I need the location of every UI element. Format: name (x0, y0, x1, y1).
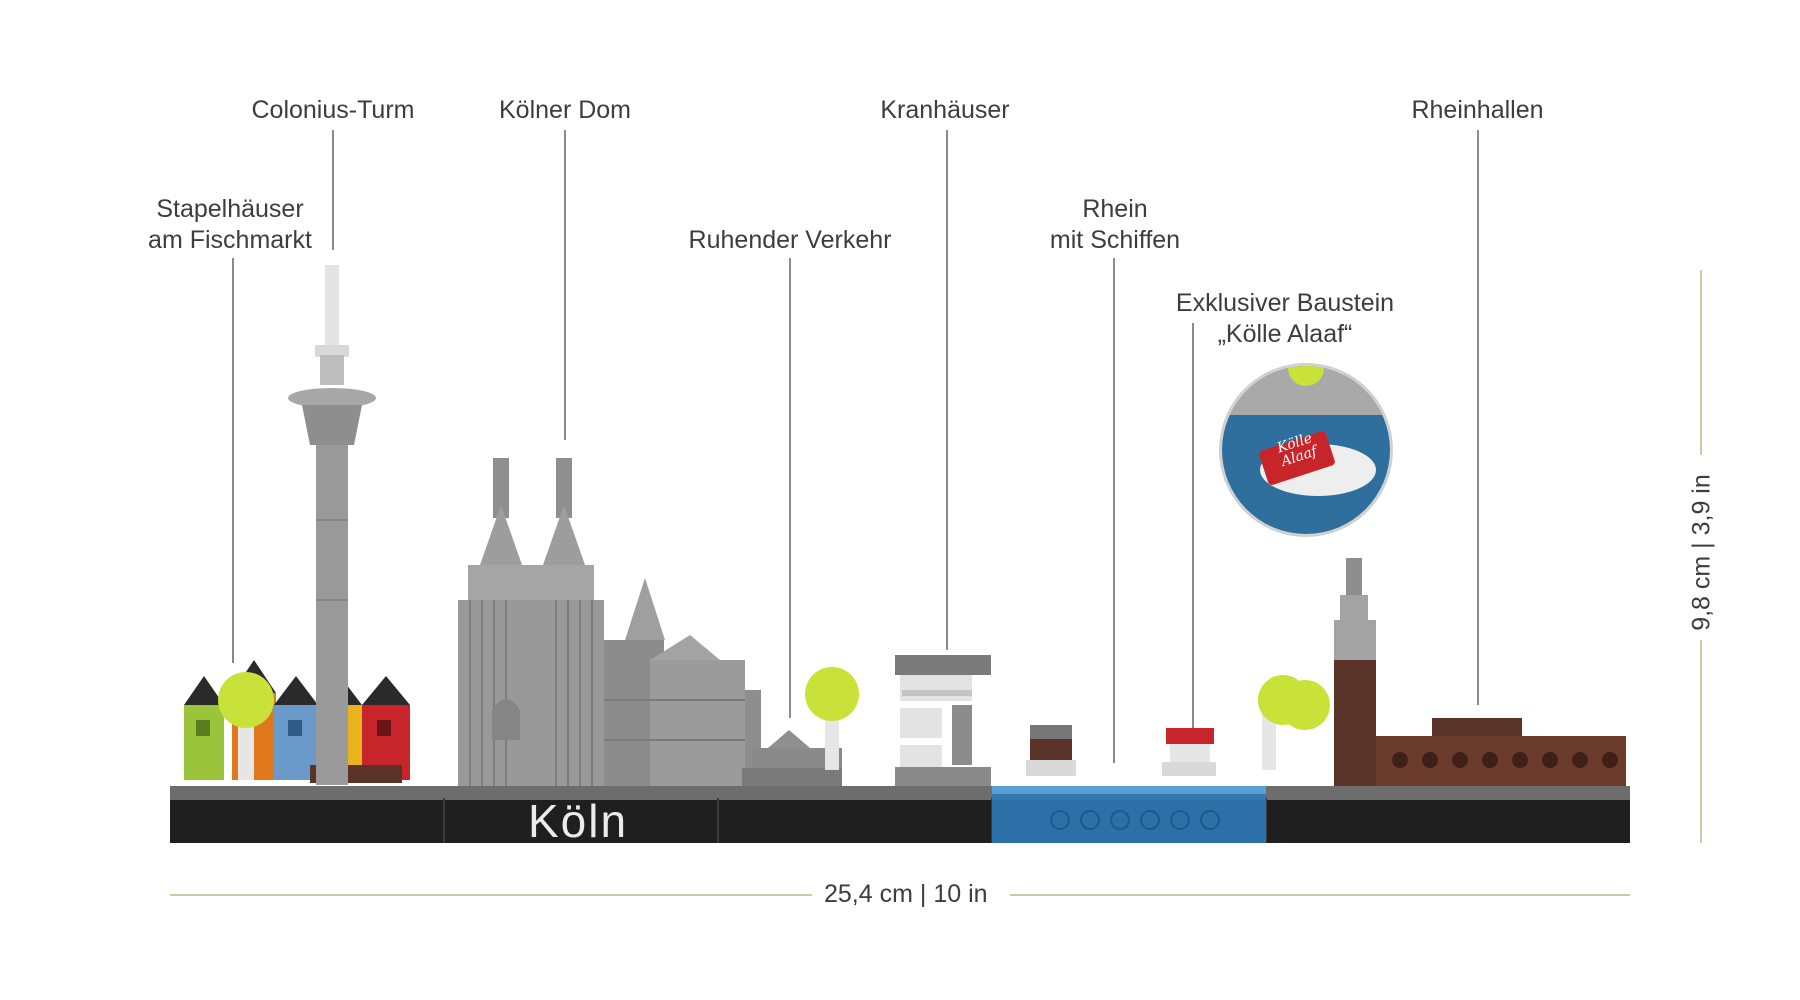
rhein-ships (1026, 725, 1216, 776)
label-text-line2: am Fischmarkt (148, 226, 312, 254)
label-kranhaeuser: Kranhäuser (860, 95, 1030, 126)
ruhender-verkehr (742, 667, 859, 786)
label-rhein: Rhein mit Schiffen (1030, 194, 1200, 256)
colonius-turm (288, 265, 376, 785)
label-text-line2: mit Schiffen (1049, 226, 1181, 254)
height-dim-line-bottom (1700, 640, 1702, 843)
leader-dom (564, 130, 566, 440)
label-text-line1: Exklusiver Baustein (1175, 289, 1395, 317)
label-exklusiver-baustein: Exklusiver Baustein „Kölle Alaaf“ (1165, 288, 1405, 350)
label-stapelhaeuser: Stapelhäuser am Fischmarkt (130, 194, 330, 256)
width-dimension: 25,4 cm | 10 in (824, 880, 988, 908)
label-koelner-dom: Kölner Dom (475, 95, 655, 126)
label-text-line1: Stapelhäuser (156, 195, 304, 223)
label-text: Rheinhallen (1411, 96, 1544, 124)
koelner-dom (458, 458, 761, 786)
label-rheinhallen: Rheinhallen (1395, 95, 1560, 126)
rheinhallen (1258, 558, 1626, 786)
base-brand-text: Köln (528, 795, 629, 847)
height-dimension: 9,8 cm | 3,9 in (1687, 474, 1716, 631)
label-text-line2: „Kölle Alaaf“ (1217, 320, 1353, 348)
kranhaeuser (895, 655, 991, 786)
label-text: Ruhender Verkehr (688, 226, 892, 254)
width-dim-line-left (170, 894, 812, 896)
leader-baustein (1192, 323, 1194, 728)
leader-verkehr (789, 258, 791, 718)
leader-kranhaeuser (946, 130, 948, 650)
leader-colonius (332, 130, 334, 250)
label-text-line1: Rhein (1082, 195, 1148, 223)
base-plate (170, 798, 1630, 843)
label-colonius-turm: Colonius-Turm (238, 95, 428, 126)
leader-rheinhallen (1477, 130, 1479, 705)
label-text: Colonius-Turm (251, 96, 415, 124)
label-text: Kölner Dom (499, 96, 631, 124)
height-dim-line-top (1700, 270, 1702, 455)
label-ruhender-verkehr: Ruhender Verkehr (680, 225, 900, 256)
leader-stapelhaeuser (232, 258, 234, 663)
label-text: Kranhäuser (880, 96, 1010, 124)
leader-rhein (1113, 258, 1115, 763)
base-top-edge (170, 786, 1630, 800)
stapelhaeuser-houses (184, 660, 410, 783)
width-dim-line-right (1010, 894, 1630, 896)
rhein-water (992, 786, 1266, 843)
